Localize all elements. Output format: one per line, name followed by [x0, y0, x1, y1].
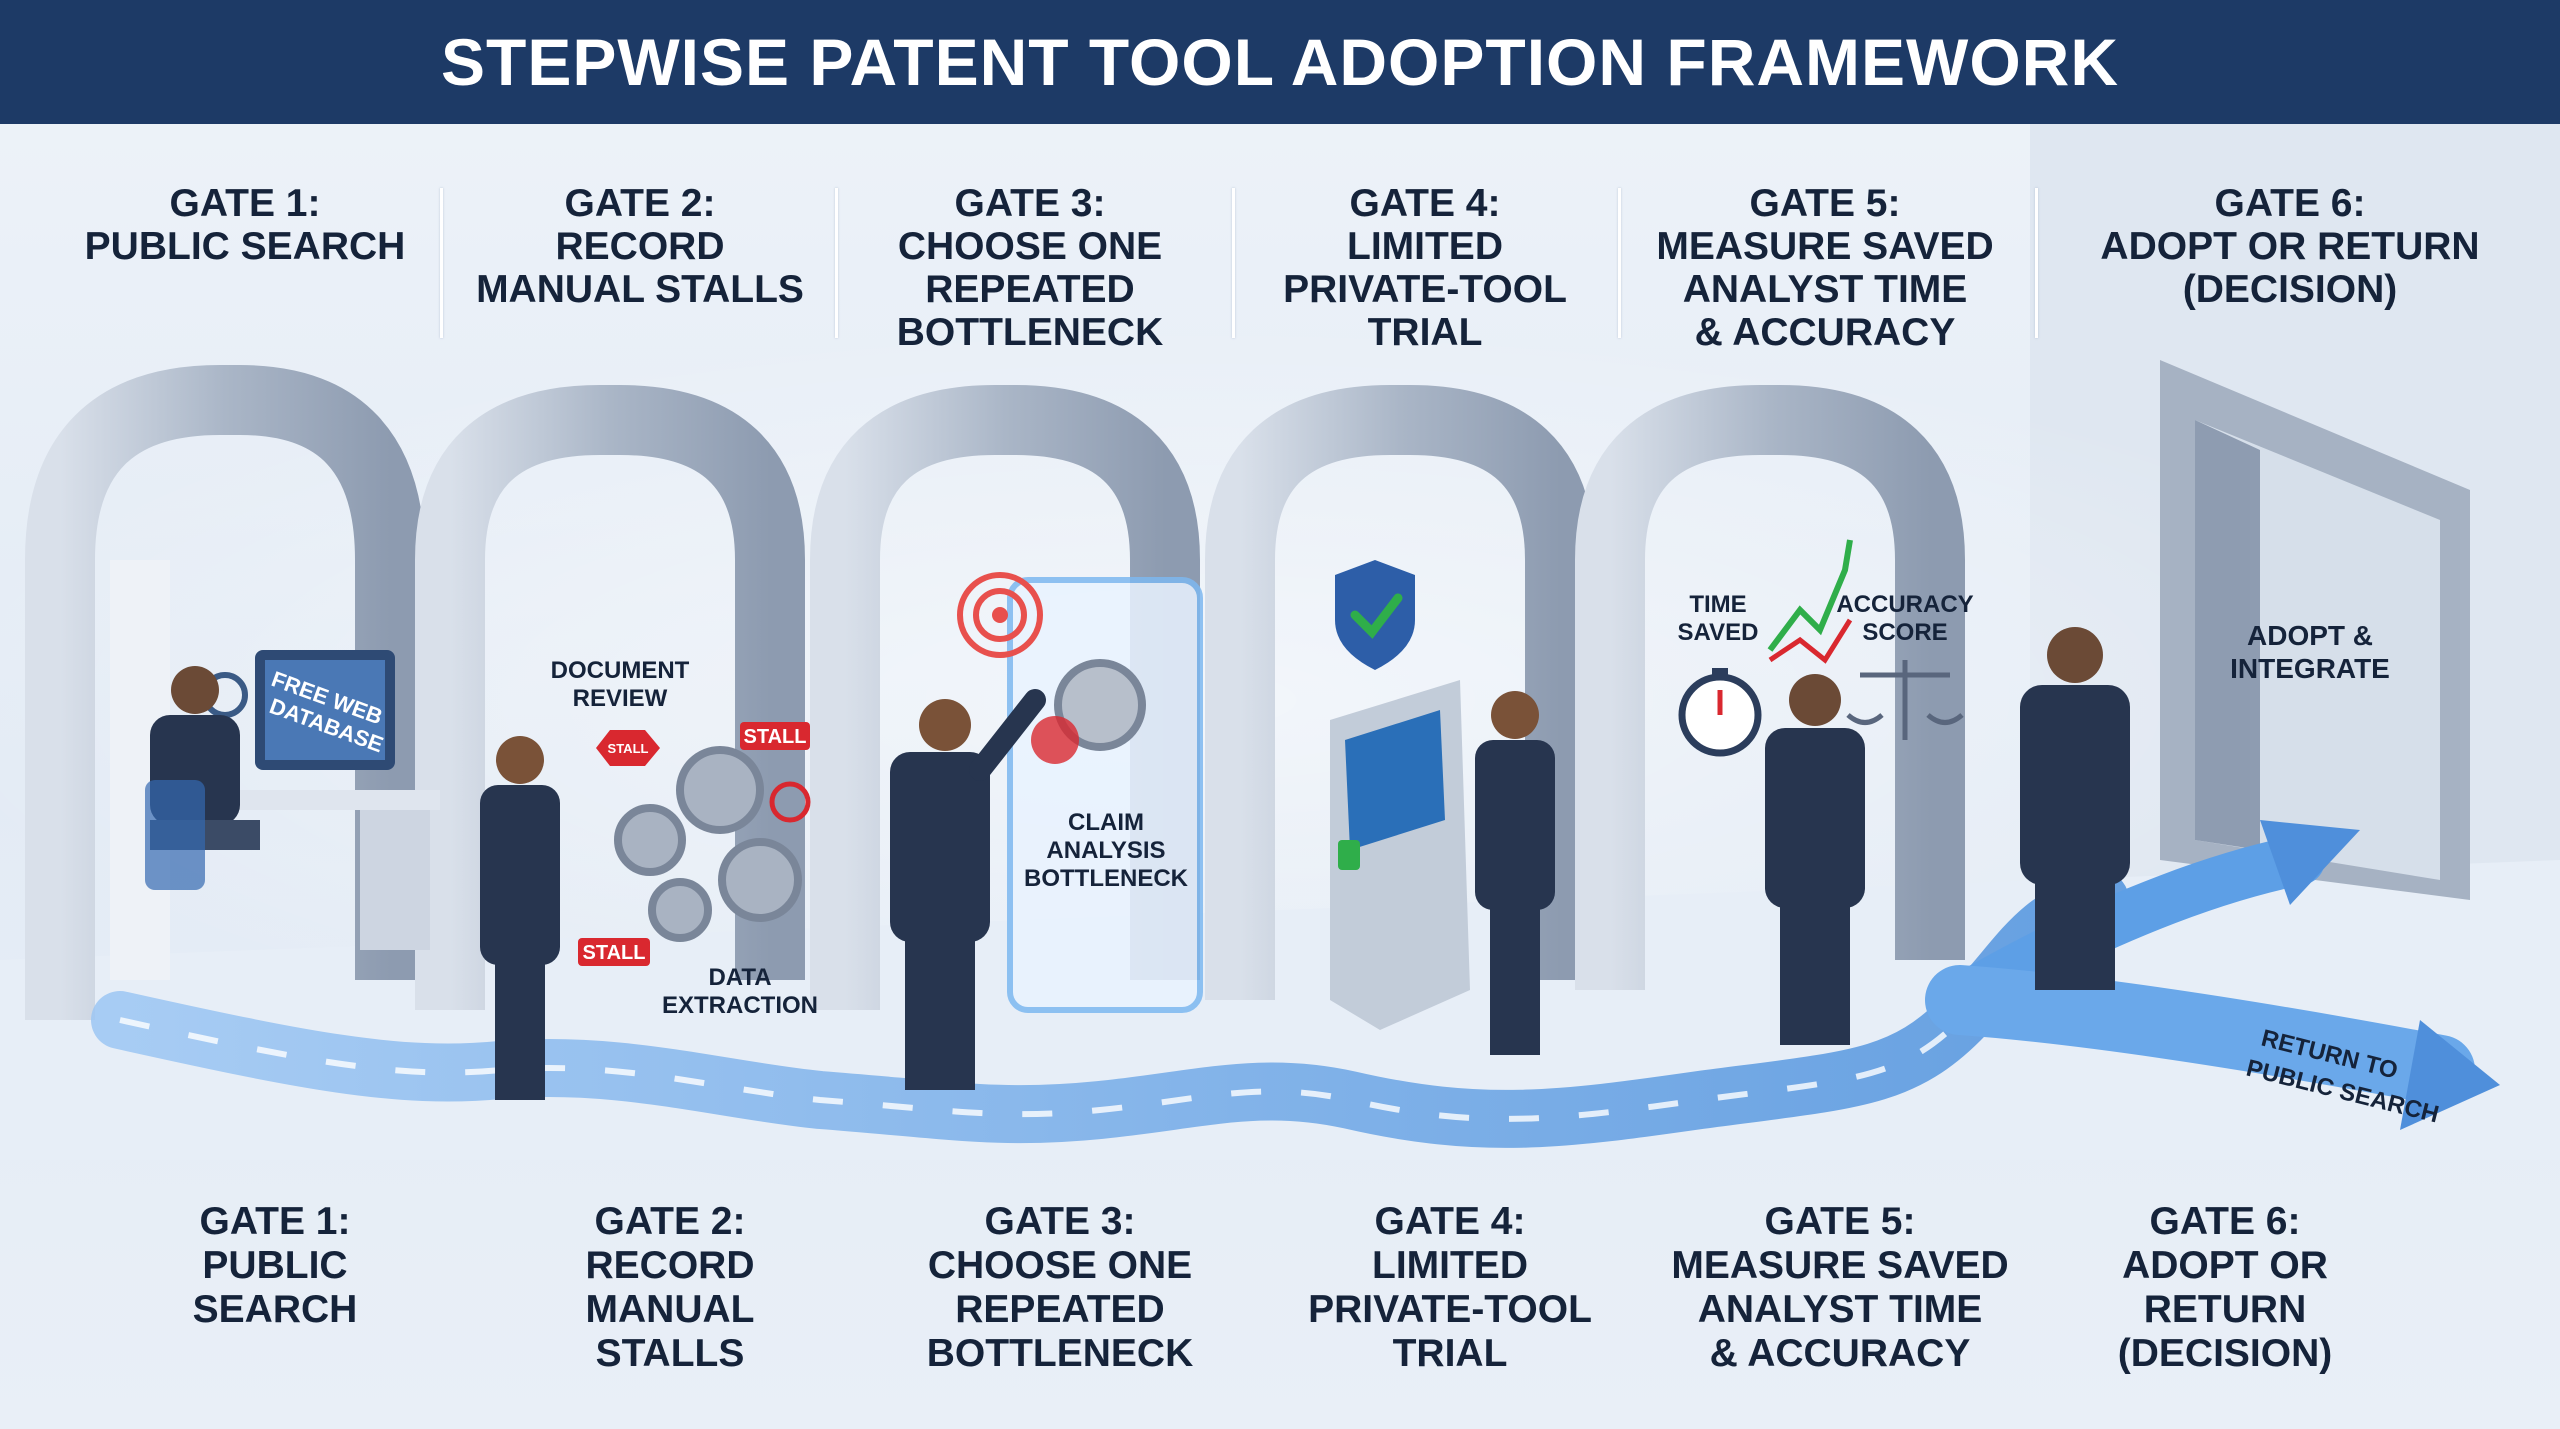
gate-5-scene: TIME SAVED ACCURACY SCORE [1678, 539, 1974, 1045]
gears-icon [614, 746, 802, 942]
gate-5-arch [1575, 385, 1965, 990]
lock-icon [1338, 840, 1360, 870]
return-arrow: RETURN TO PUBLIC SEARCH [1925, 965, 2500, 1130]
gate-2-scene: DOCUMENT REVIEW STALL STALL STALL DATA E… [480, 657, 818, 1100]
accuracy-score-label-2: SCORE [1862, 619, 1947, 646]
time-saved-label-1: TIME [1689, 591, 1746, 618]
gate-5-footer: GATE 5: MEASURE SAVED ANALYST TIME & ACC… [1671, 1200, 2009, 1375]
gate-3-header: GATE 3: CHOOSE ONE REPEATED BOTTLENECK [896, 182, 1164, 354]
warning-icon [769, 781, 811, 823]
data-extraction-label-2: EXTRACTION [662, 992, 818, 1019]
header-divider [1232, 188, 1235, 338]
gate-3-scene: CLAIM ANALYSIS BOTTLENECK [890, 572, 1203, 1090]
document-review-label-2: REVIEW [573, 685, 668, 712]
header-divider [835, 188, 838, 338]
scales-icon [1846, 660, 1964, 740]
gate-4-scene [1330, 560, 1555, 1055]
adopt-integrate-label-2: INTEGRATE [2230, 653, 2390, 684]
stopwatch-icon [1678, 668, 1762, 757]
gate-6-scene: ADOPT & INTEGRATE [2020, 620, 2390, 990]
office-chair [145, 780, 205, 890]
gate-4-header: GATE 4: LIMITED PRIVATE-TOOL TRIAL [1283, 182, 1567, 354]
claim-analysis-label-1: CLAIM [1068, 809, 1144, 836]
accuracy-score-label-1: ACCURACY [1836, 591, 1973, 618]
adopt-integrate-label-1: ADOPT & [2247, 620, 2373, 651]
gate-6-doorway [2160, 360, 2470, 900]
gate-1-arch [25, 365, 425, 1020]
gate-3-arch [810, 385, 1200, 1010]
stall-label-b: STALL [744, 726, 807, 748]
claim-analysis-label-2: ANALYSIS [1046, 837, 1165, 864]
target-icon [957, 572, 1043, 658]
shield-icon [1335, 560, 1415, 670]
growth-chart-icon [1767, 539, 1853, 652]
gate-2-header: GATE 2: RECORD MANUAL STALLS [476, 182, 804, 311]
gate-1-header: GATE 1: PUBLIC SEARCH [84, 182, 406, 268]
title-banner: STEPWISE PATENT TOOL ADOPTION FRAMEWORK [0, 0, 2560, 124]
data-extraction-label-1: DATA [708, 964, 771, 991]
gate-2-arch [415, 385, 805, 1010]
time-saved-label-2: SAVED [1678, 619, 1759, 646]
gate-1-scene: FREE WEB DATABASE [145, 650, 440, 950]
gate-6-header: GATE 6: ADOPT OR RETURN (DECISION) [2100, 182, 2480, 311]
gate-1-footer: GATE 1: PUBLIC SEARCH [192, 1200, 358, 1331]
bottleneck-panel [1007, 577, 1203, 1013]
header-divider [440, 188, 443, 338]
stop-sign-icon [596, 730, 660, 766]
stall-label-a: STALL [608, 741, 649, 756]
gate-2-footer: GATE 2: RECORD MANUAL STALLS [585, 1200, 755, 1375]
gear-icon [1054, 659, 1146, 751]
page-title: STEPWISE PATENT TOOL ADOPTION FRAMEWORK [440, 25, 2119, 99]
gate-4-arch [1205, 385, 1595, 1000]
gate-6-footer: GATE 6: ADOPT OR RETURN (DECISION) [2117, 1200, 2333, 1375]
claim-analysis-label-3: BOTTLENECK [1024, 865, 1189, 892]
gate-4-footer: GATE 4: LIMITED PRIVATE-TOOL TRIAL [1308, 1200, 1592, 1375]
gate-3-footer: GATE 3: CHOOSE ONE REPEATED BOTTLENECK [926, 1200, 1194, 1375]
header-divider [2035, 188, 2038, 338]
document-review-label-1: DOCUMENT [551, 657, 690, 684]
gate-5-header: GATE 5: MEASURE SAVED ANALYST TIME & ACC… [1656, 182, 1994, 354]
stall-label-c: STALL [583, 942, 646, 964]
header-divider [1618, 188, 1621, 338]
